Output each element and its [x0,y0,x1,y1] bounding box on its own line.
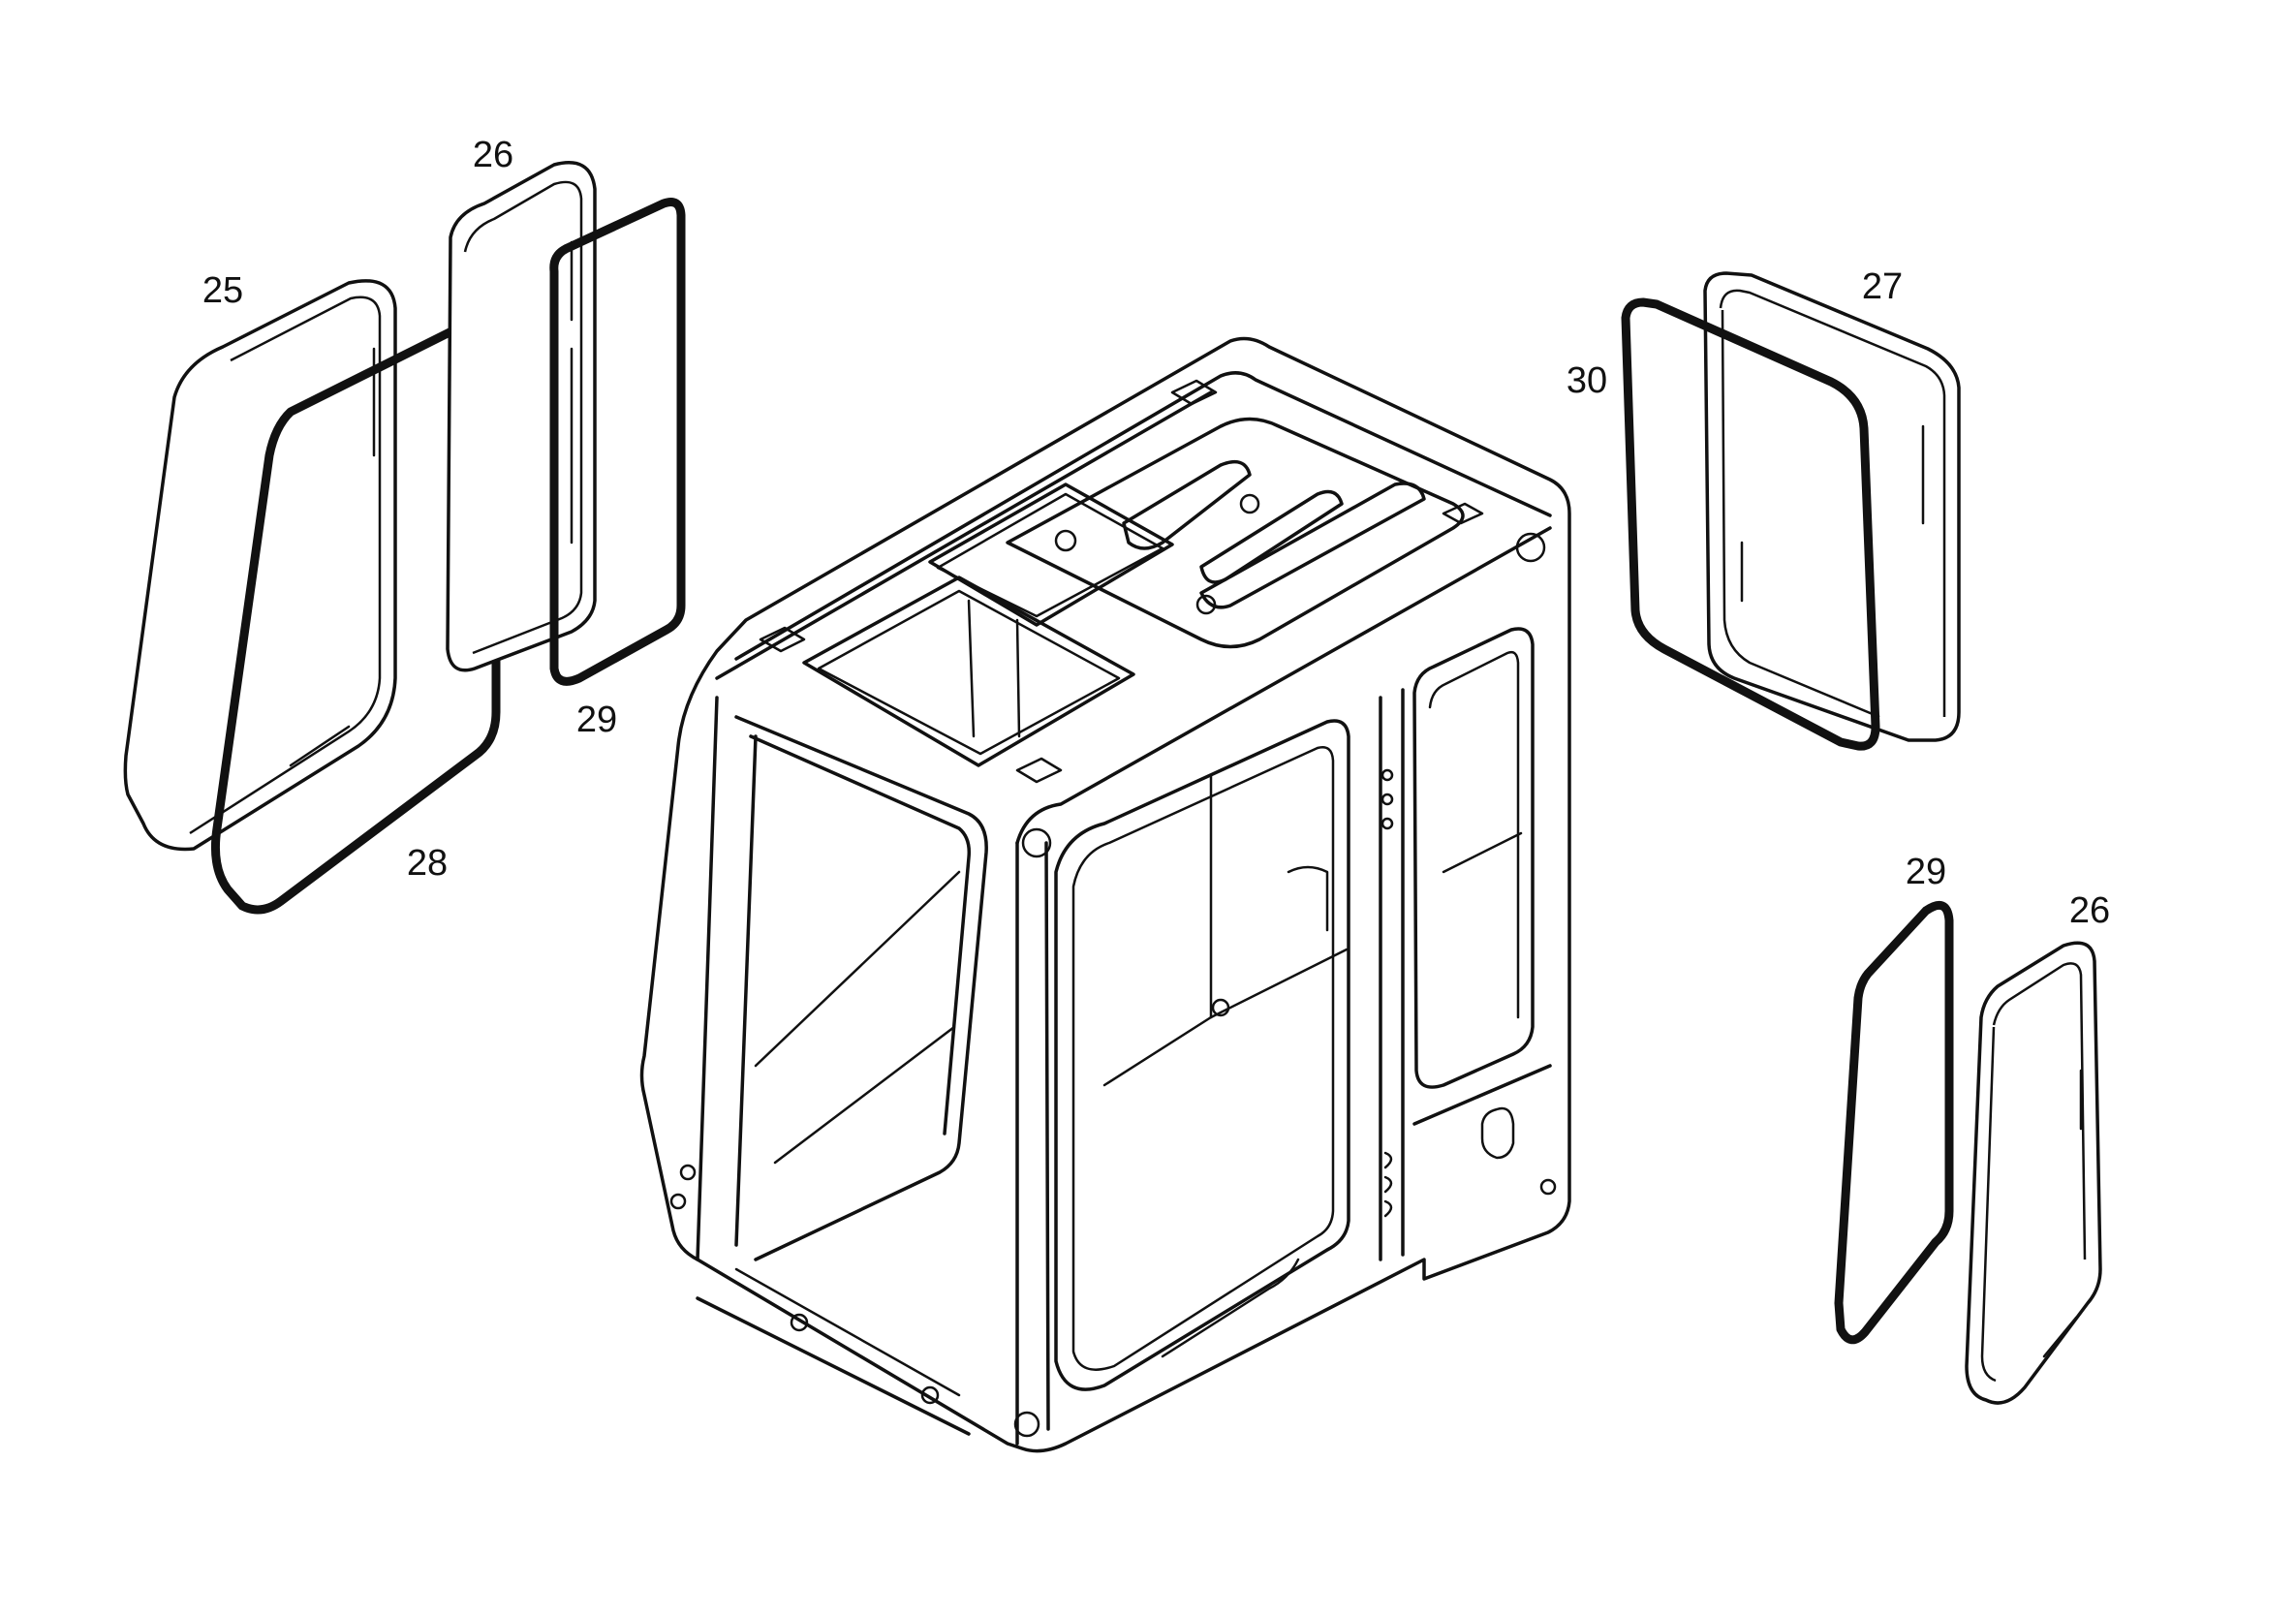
seal-29-bottom [1834,900,1954,1345]
cab-frame [639,336,1571,1453]
callout-28: 28 [407,843,448,884]
callout-25: 25 [202,270,243,311]
glass-pane-26-top [446,161,597,672]
callout-26-top: 26 [473,135,513,175]
seal-29-top [549,198,686,686]
callout-29-top: 29 [576,700,617,740]
seal-30 [1621,297,1880,751]
callout-27: 27 [1862,266,1903,307]
callout-30: 30 [1567,360,1607,401]
callout-26-bottom: 26 [2069,890,2110,931]
glass-pane-27 [1703,271,1961,742]
glass-pane-25 [123,279,397,852]
callout-29-bottom: 29 [1906,852,1946,892]
glass-pane-26-bottom [1965,941,2102,1405]
